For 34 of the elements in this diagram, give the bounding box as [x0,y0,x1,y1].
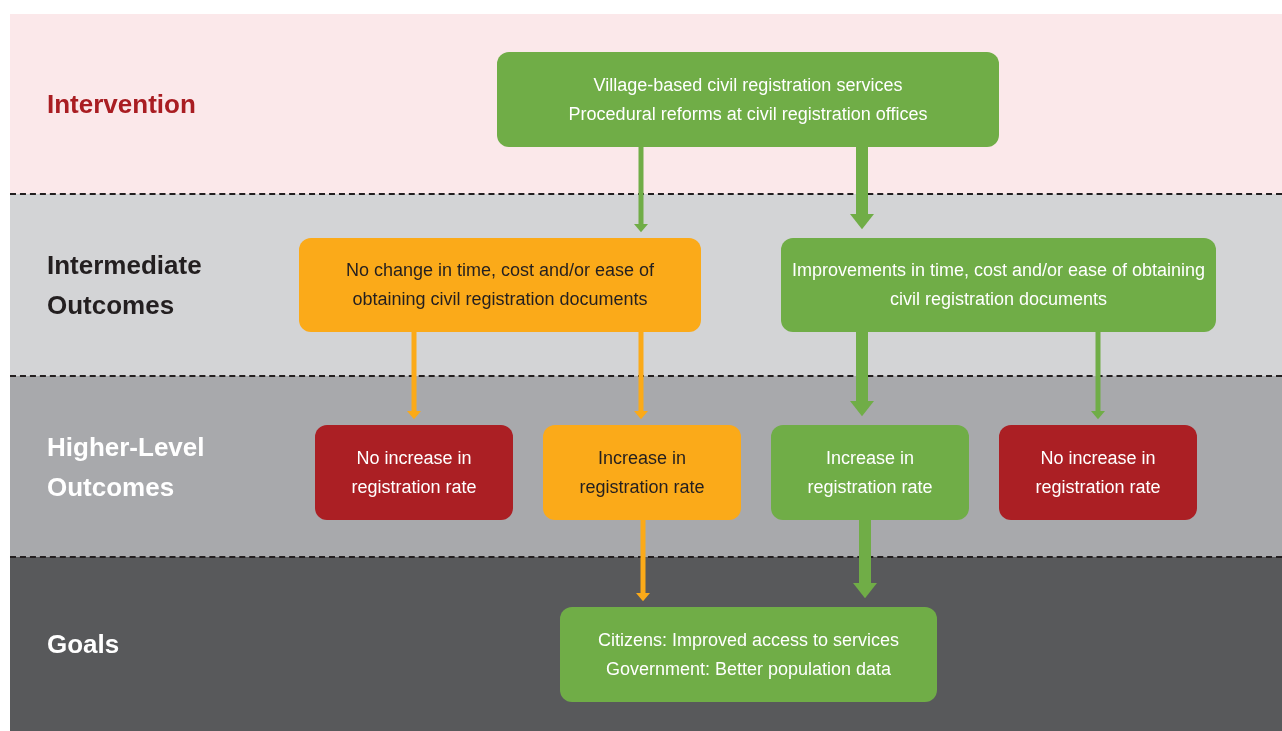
process-box [999,425,1197,520]
band-heading: Goals [47,628,121,661]
box-text: Village-based civil registration services [593,73,903,97]
box-text: No increase in registration rate [350,446,478,499]
band-background [10,376,1282,557]
box-text: Procedural reforms at civil registration offices [568,102,928,126]
band-heading: Intermediate Outcomes [47,249,203,322]
box-text: Increase in registration rate [578,446,706,499]
box-text: Improvements in time, cost and/or ease of obtaining civil registration documents [791,259,1206,311]
process-box [497,52,999,147]
process-box [560,607,937,702]
box-text: No increase in registration rate [1034,446,1162,499]
arrow [636,520,650,602]
arrow [407,332,421,420]
band-background [10,194,1282,376]
process-box [771,425,969,520]
arrow [634,147,648,233]
process-box [781,238,1216,332]
band-heading: Intervention [47,88,197,121]
process-box [315,425,513,520]
arrow [850,147,874,230]
arrow [634,332,648,420]
process-box [543,425,741,520]
arrow [853,520,877,599]
arrow [1091,332,1105,420]
box-text: Citizens: Improved access to services [597,628,900,652]
band-background [10,557,1282,731]
box-text: No change in time, cost and/or ease of obtaining civil registration documents [344,259,656,311]
band-heading: Higher-Level Outcomes [47,430,206,504]
process-box [299,238,701,332]
band-background [10,14,1282,194]
box-text: Increase in registration rate [806,446,934,499]
box-text: Government: Better population data [605,657,892,681]
arrow [850,332,874,417]
